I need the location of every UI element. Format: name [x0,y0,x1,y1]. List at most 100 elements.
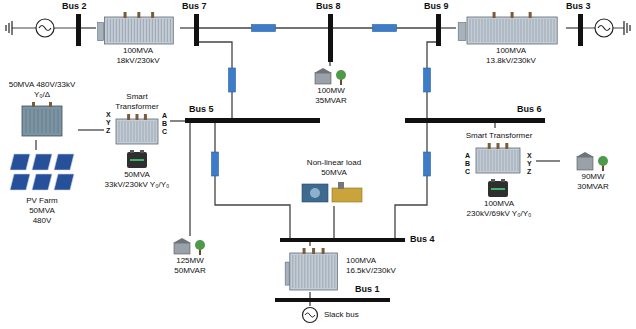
transmission-line [212,123,291,238]
bus-label: Bus 1 [355,284,380,295]
phase-label: C [162,128,167,136]
node-text: 100MW 35MVAR [311,86,351,106]
connection-line [190,123,191,236]
line-impedance [212,152,219,176]
smart2-icon [462,141,536,199]
bus-bar: Bus 6 [405,118,545,123]
connection-line [81,28,96,29]
wire [309,302,310,306]
transformer: 100MVA 16.5kV/230kV [284,246,412,292]
load: 90MW 30MVAR [560,150,626,192]
phase-label: X [527,152,532,160]
xfmr-icon [96,10,180,46]
bus-bar: Bus 5 [185,118,320,123]
transformer: 100MVA 18kV/230kV [96,10,180,66]
connection-line [310,242,311,246]
load-icon [560,150,626,172]
connection-line [170,121,185,122]
connection-line [180,28,194,29]
phase-label: X [106,111,111,119]
node-text: Non-linear load 50MVA [296,158,372,178]
load: 125MW 50MVAR [160,236,220,276]
node-text: 50MVA 33kV/230kV Y₀/Y₀ [104,170,170,190]
node-text: PV Farm 50MVA 480V [20,196,64,226]
connection-line [310,302,311,306]
wire [536,160,560,161]
wire [170,120,185,121]
pvx-icon [6,100,78,140]
bus-bar: Bus 7 [194,14,199,46]
node-text: 100MVA 16.5kV/230kV [346,256,410,276]
bus-bar: Bus 3 [578,14,583,46]
connection-line [441,28,456,29]
generator-symbol [6,19,76,37]
xfmr-icon [456,10,566,46]
node-text: 100MVA 18kV/230kV [110,46,166,66]
pv-transformer: 50MVA 480V/33kV Y₀/Δ [6,80,78,140]
slack-generator: Slack bus [301,306,391,324]
wire [78,129,104,130]
wire [333,206,334,238]
phase-label: A [162,112,167,120]
smart-transformer: Smart Transformer100MVA 230kV/69kV Y₀/Y₀ [462,128,536,219]
load-icon [300,66,362,86]
phase-label: Y [527,160,532,168]
connection-line [36,140,37,150]
node-text: Slack bus [324,306,359,324]
bus-label: Bus 9 [424,1,449,12]
pv-icon [6,150,78,196]
bus-bar: Bus 4 [280,238,405,242]
wire [494,123,495,128]
wire [180,27,194,28]
node-text: 50MVA 480V/33kV Y₀/Δ [6,80,78,100]
bus-bar: Bus 1 [275,298,390,302]
phase-label: B [465,160,470,168]
phase-label: C [465,168,470,176]
node-text: 90MW 30MVAR [573,172,613,192]
phase-label: Y [106,119,111,127]
smart-icon [104,112,170,170]
wire [189,123,190,236]
wire [81,27,96,28]
connection-line [536,161,560,162]
line-impedance [252,25,276,32]
node-text: 100MVA 13.8kV/230kV [480,46,542,66]
bus-label: Bus 3 [566,1,591,12]
bus-label: Bus 8 [316,1,341,12]
node-text: Smart Transformer [462,131,536,141]
phase-label: B [162,120,167,128]
phase-label: A [465,152,470,160]
line-impedance [424,152,431,176]
connection-line [495,123,496,128]
smart-transformer: Smart Transformer 50MVA 33kV/230kV Y₀/Y₀ [104,92,170,190]
load: 100MW 35MVAR [300,66,362,106]
bus-label: Bus 2 [62,1,87,12]
transformer: 100MVA 13.8kV/230kV [456,10,566,66]
phase-label: Z [527,168,531,176]
wire [395,123,427,238]
bus-label: Bus 6 [517,104,542,115]
node-text: Smart Transformer [104,92,170,112]
bus-label: Bus 4 [410,234,435,245]
bus-bar: Bus 9 [436,14,441,46]
connection-line [330,62,331,66]
transmission-line [199,25,328,32]
wire [35,140,36,150]
non-linear-load: Non-linear load 50MVA [296,158,372,206]
bus-bar: Bus 2 [76,14,81,46]
gen-icon [301,306,319,324]
connection-line [78,130,104,131]
nl-icon [296,178,372,206]
line-impedance [424,68,431,92]
line-impedance [229,68,236,92]
node-text: 125MW 50MVAR [170,256,210,276]
bus-label: Bus 5 [189,104,214,115]
wire [215,123,290,238]
bus-bar: Bus 8 [328,14,333,62]
wire [329,62,330,66]
transmission-line [395,123,431,238]
pv-farm: PV Farm 50MVA 480V [6,150,78,226]
line-impedance [373,25,397,32]
phase-label: Z [106,127,110,135]
transmission-line [424,42,437,118]
